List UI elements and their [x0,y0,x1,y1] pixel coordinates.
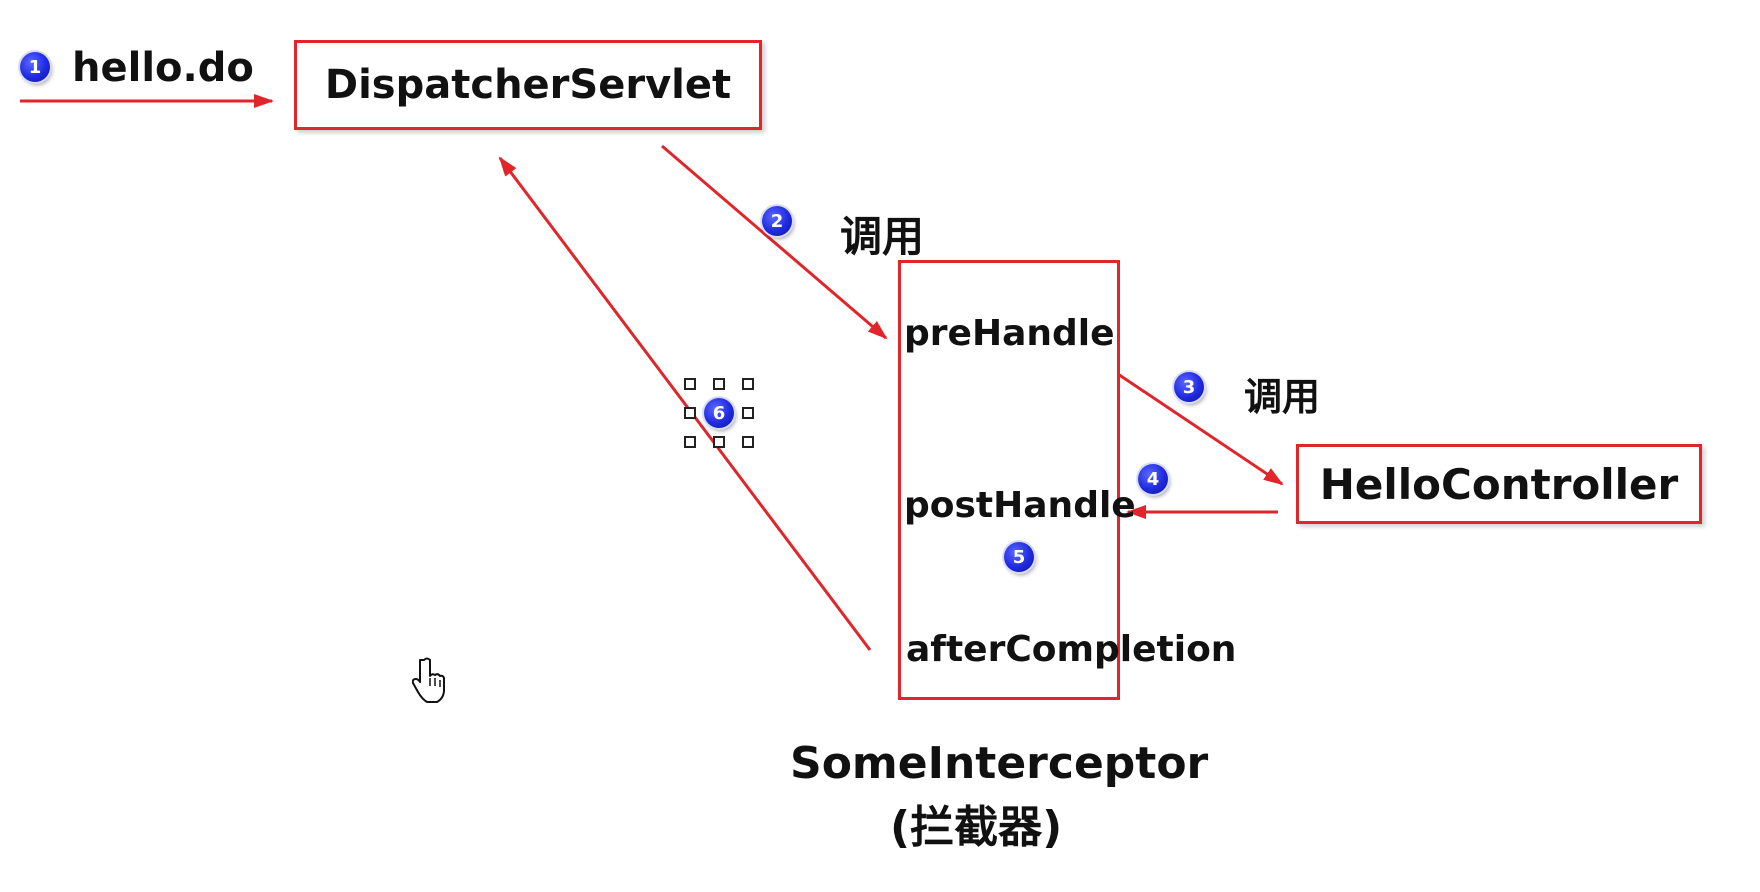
call-label-step2: 调用 [840,212,925,261]
method-posthandle: postHandle [904,485,1136,526]
request-label: hello.do [72,45,254,91]
interceptor-subtitle: (拦截器) [890,802,1063,853]
method-prehandle: preHandle [904,313,1115,354]
arrow-aftercompletion-to-dispatcher [498,156,872,651]
hello-controller-label: HelloController [1319,459,1679,509]
dispatcher-servlet-box: DispatcherServlet [294,40,762,130]
selection-handles-icon[interactable] [684,378,754,448]
step-badge-1: 1 [20,52,50,82]
interceptor-box [898,260,1120,700]
hello-controller-box: HelloController [1296,444,1702,524]
call-label-step3: 调用 [1244,375,1321,419]
step-badge-6: 6 [704,398,734,428]
dispatcher-servlet-label: DispatcherServlet [324,62,732,108]
interceptor-name: SomeInterceptor [790,738,1209,789]
step-badge-5: 5 [1004,542,1034,572]
step-badge-3: 3 [1174,372,1204,402]
step-badge-2: 2 [762,206,792,236]
method-aftercompletion: afterCompletion [906,629,1237,670]
arrow-prehandle-to-controller [1093,356,1284,486]
hand-pointer-icon [412,657,445,703]
arrow-dispatcher-to-prehandle [661,144,888,340]
step-badge-4: 4 [1138,464,1168,494]
